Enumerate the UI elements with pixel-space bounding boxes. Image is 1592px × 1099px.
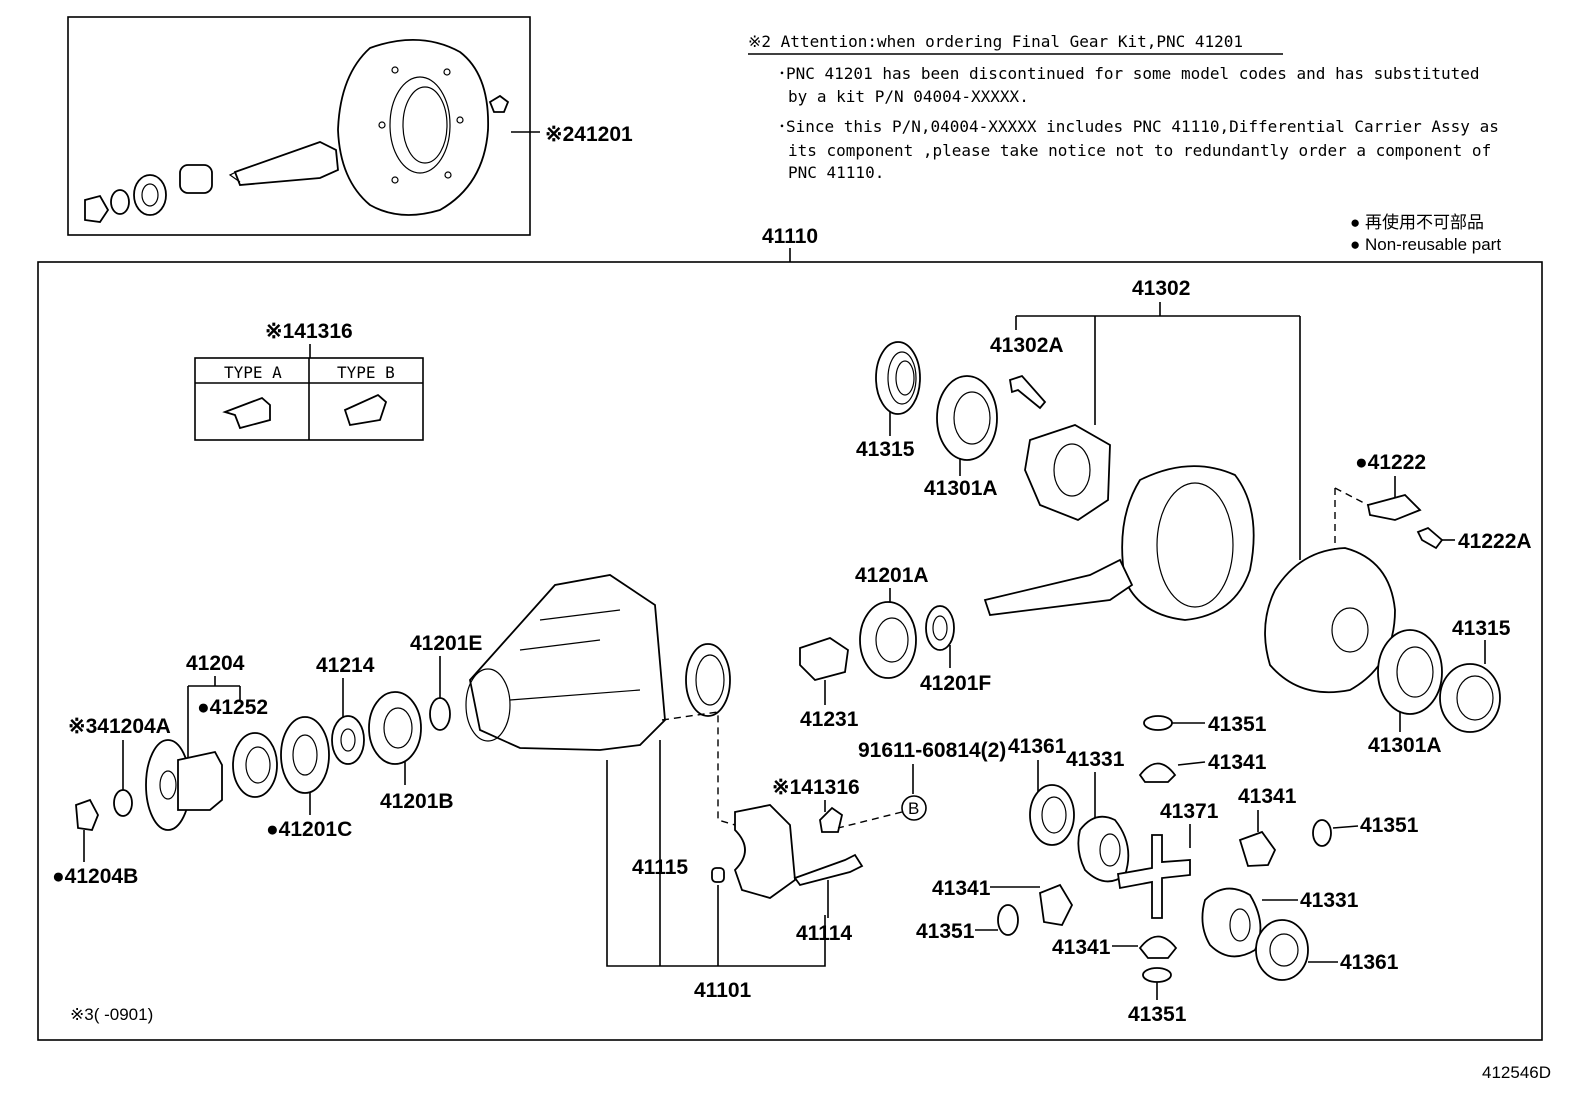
pinion-41341-bottom bbox=[1138, 935, 1178, 959]
label-41201E: 41201E bbox=[410, 632, 482, 655]
bearing-cap bbox=[733, 804, 796, 899]
diff-case-right bbox=[1264, 547, 1396, 694]
shim-41201E bbox=[429, 697, 451, 731]
label-41331-b: 41331 bbox=[1300, 889, 1359, 912]
label-41201: ※241201 bbox=[545, 123, 633, 146]
label-41114: 41114 bbox=[796, 922, 852, 945]
washer-41351-left bbox=[997, 904, 1019, 936]
note-line-5: PNC 41110. bbox=[788, 163, 884, 182]
bearing-41315-top bbox=[875, 341, 921, 415]
spacer-41231 bbox=[799, 637, 849, 682]
washer-41351-bottom bbox=[1142, 967, 1172, 983]
note-line-1: ･PNC 41201 has been discontinued for som… bbox=[778, 64, 1480, 83]
label-41302A: 41302A bbox=[990, 334, 1064, 357]
label-41302: 41302 bbox=[1132, 277, 1190, 300]
circle-b-letter: B bbox=[908, 799, 919, 818]
note-line-3: ･Since this P/N,04004-XXXXX includes PNC… bbox=[778, 117, 1499, 136]
label-41204: 41204 bbox=[186, 652, 245, 675]
pinion-41341-top bbox=[1138, 762, 1177, 783]
nut-41204B bbox=[75, 798, 99, 831]
label-41351-b: 41351 bbox=[1360, 814, 1419, 837]
label-41222A: 41222A bbox=[1458, 530, 1532, 553]
label-41201B: 41201B bbox=[380, 790, 454, 813]
label-41361-b: 41361 bbox=[1340, 951, 1399, 974]
label-41204B: ●41204B bbox=[52, 865, 138, 888]
bearing-41201A bbox=[859, 601, 917, 679]
lock-plate-41222 bbox=[1366, 493, 1422, 521]
side-gear-41331-left bbox=[1077, 815, 1130, 883]
label-41301A-b: 41301A bbox=[1368, 734, 1442, 757]
note-line-4: its component ,please take notice not to… bbox=[788, 141, 1491, 160]
pinion-41341-right bbox=[1238, 830, 1277, 867]
label-41331-a: 41331 bbox=[1066, 748, 1125, 771]
label-41361-a: 41361 bbox=[1008, 735, 1067, 758]
carrier-housing-41115 bbox=[465, 574, 731, 751]
label-41201C: ●41201C bbox=[266, 818, 352, 841]
adjusting-lock-41316 bbox=[819, 806, 844, 833]
bolt-41222A bbox=[1416, 526, 1444, 550]
bearing-41201B bbox=[368, 691, 422, 765]
label-41316-top: ※141316 bbox=[265, 320, 353, 343]
ring-gear-pinion-drawing bbox=[84, 39, 510, 223]
label-41201A: 41201A bbox=[855, 564, 929, 587]
pinion-shaft-41371 bbox=[1116, 834, 1191, 919]
legend-jp: ● 再使用不可部品 bbox=[1350, 212, 1484, 232]
bolt-41114 bbox=[793, 853, 864, 887]
circle-b bbox=[901, 795, 927, 821]
label-91611: 91611-60814(2) bbox=[858, 739, 1006, 762]
dowel-pin bbox=[711, 867, 725, 883]
type-a-label: TYPE A bbox=[224, 363, 282, 382]
type-a-drawing bbox=[222, 396, 271, 430]
figure-id: 412546D bbox=[1482, 1063, 1551, 1082]
washer-41201F bbox=[925, 605, 955, 651]
label-41214: 41214 bbox=[316, 654, 375, 677]
label-41231: 41231 bbox=[800, 708, 859, 731]
washer-41351-top bbox=[1143, 715, 1173, 731]
bearing-41315-right bbox=[1439, 663, 1501, 733]
label-41315-a: 41315 bbox=[856, 438, 915, 461]
legend-en: ● Non-reusable part bbox=[1350, 235, 1501, 254]
thrust-washer-41361-right bbox=[1255, 919, 1309, 981]
oil-seal-41252 bbox=[232, 732, 278, 798]
bolt-41302A bbox=[1008, 374, 1047, 410]
label-41341-d: 41341 bbox=[1052, 936, 1111, 959]
bearing-41201C bbox=[280, 716, 330, 794]
thrust-washer-41361-left bbox=[1029, 784, 1075, 846]
label-41101: 41101 bbox=[694, 979, 752, 1002]
washer-41351-right bbox=[1312, 819, 1332, 847]
type-b-label: TYPE B bbox=[337, 363, 395, 382]
note-title: ※2 Attention:when ordering Final Gear Ki… bbox=[748, 32, 1243, 51]
diff-case-half-top bbox=[1024, 424, 1111, 522]
pinion-41341-left bbox=[1039, 883, 1074, 926]
label-41341-a: 41341 bbox=[1208, 751, 1267, 774]
washer-41204A bbox=[113, 789, 133, 817]
note-line-2: by a kit P/N 04004-XXXXX. bbox=[788, 87, 1029, 106]
type-b-drawing bbox=[343, 393, 388, 427]
label-41315-b: 41315 bbox=[1452, 617, 1511, 640]
ring-gear-main bbox=[983, 465, 1255, 621]
label-41301A-a: 41301A bbox=[924, 477, 998, 500]
label-41252: ●41252 bbox=[197, 696, 268, 719]
label-41222: ●41222 bbox=[1355, 451, 1426, 474]
label-41341-b: 41341 bbox=[1238, 785, 1297, 808]
label-41201F: 41201F bbox=[920, 672, 991, 695]
label-41351-c: 41351 bbox=[916, 920, 975, 943]
label-41351-d: 41351 bbox=[1128, 1003, 1187, 1026]
label-41204A: ※341204A bbox=[68, 715, 171, 738]
bearing-41301A-right bbox=[1377, 629, 1443, 715]
inset-box-41201 bbox=[67, 16, 531, 236]
main-box-41110 bbox=[37, 261, 1543, 1041]
label-41110: 41110 bbox=[762, 225, 818, 248]
label-41371: 41371 bbox=[1160, 800, 1219, 823]
bearing-41301A-top bbox=[936, 375, 998, 461]
companion-flange-41204 bbox=[145, 739, 223, 831]
label-41115: 41115 bbox=[632, 856, 688, 879]
label-41316-mid: ※141316 bbox=[772, 776, 860, 799]
footnote: ※3( -0901) bbox=[70, 1005, 153, 1024]
label-41341-c: 41341 bbox=[932, 877, 991, 900]
label-41351-a: 41351 bbox=[1208, 713, 1267, 736]
spacer-41214 bbox=[331, 715, 365, 765]
side-gear-41331-right bbox=[1201, 887, 1262, 958]
